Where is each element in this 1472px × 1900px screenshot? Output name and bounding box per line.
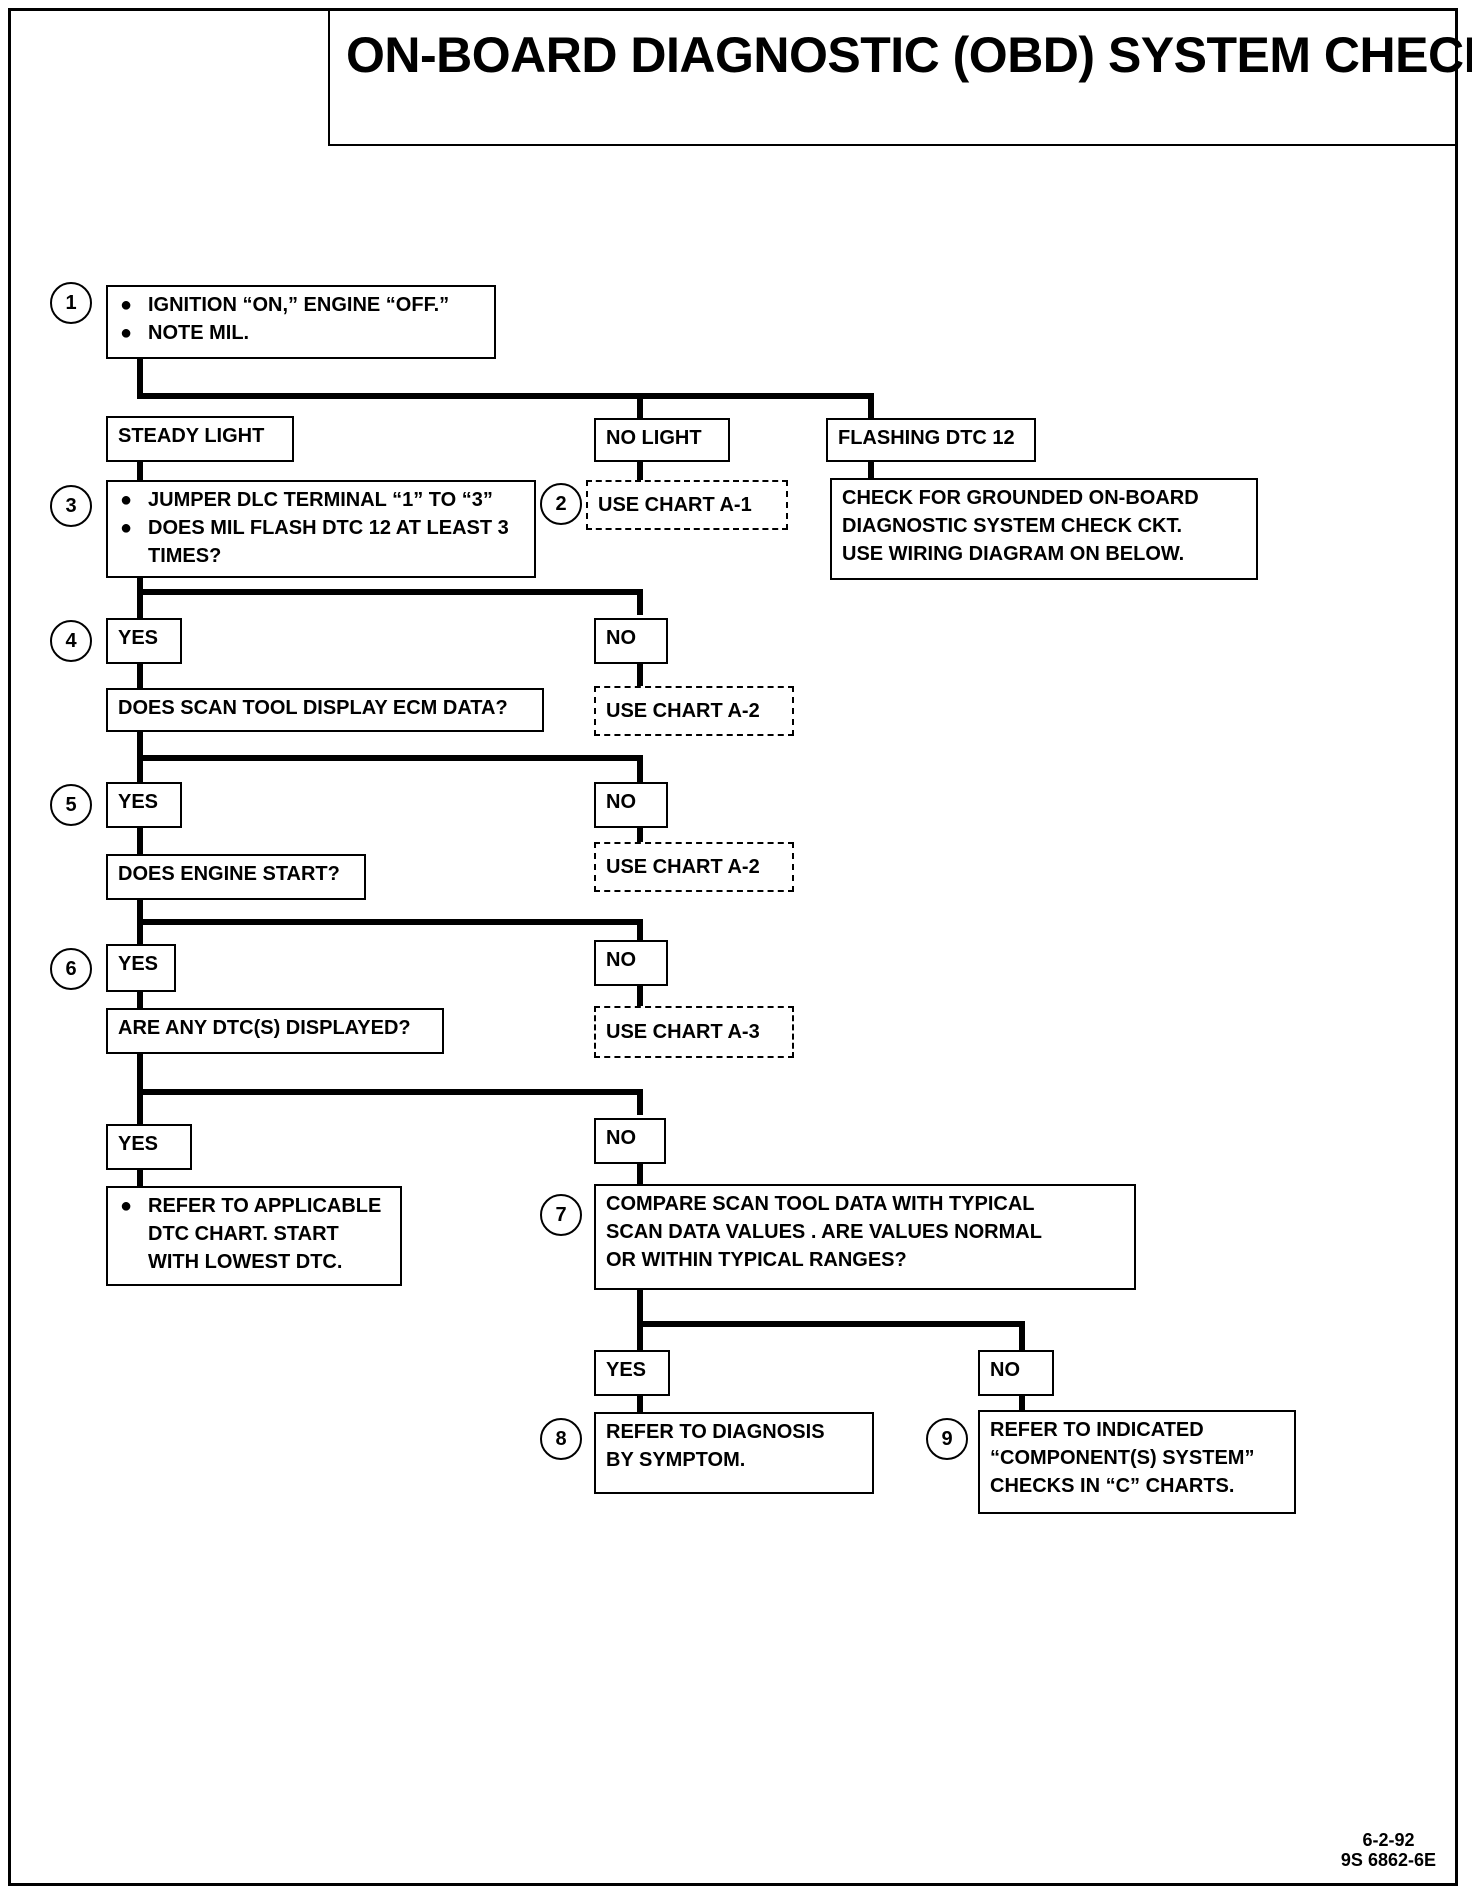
step-1-box: ● IGNITION “ON,” ENGINE “OFF.” ● NOTE MIL. bbox=[106, 285, 496, 359]
refer-dtc-line-2: DTC CHART. START bbox=[118, 1220, 390, 1248]
refer-component-line-1: REFER TO INDICATED bbox=[990, 1419, 1204, 1441]
step-1-text-2: NOTE MIL. bbox=[148, 322, 250, 344]
use-chart-a3-box: USE CHART A-3 bbox=[594, 1006, 794, 1058]
step-1-text-1: IGNITION “ON,” ENGINE “OFF.” bbox=[148, 294, 450, 316]
compare-line-1: COMPARE SCAN TOOL DATA WITH TYPICAL bbox=[606, 1193, 1035, 1215]
step-6-marker: 6 bbox=[50, 948, 92, 990]
footer-code: 9S 6862-6E bbox=[1340, 1850, 1436, 1870]
no-label-step-6: NO bbox=[594, 940, 668, 986]
step-7-marker: 7 bbox=[540, 1194, 582, 1236]
grounded-check-line-2: DIAGNOSTIC SYSTEM CHECK CKT. bbox=[842, 515, 1183, 537]
step-3-line-3: TIMES? bbox=[118, 542, 524, 570]
refer-component-line-2: “COMPONENT(S) SYSTEM” bbox=[990, 1447, 1255, 1469]
connector-17 bbox=[637, 1287, 1025, 1355]
connector-1 bbox=[137, 355, 874, 425]
compare-line-3: OR WITHIN TYPICAL RANGES? bbox=[606, 1249, 907, 1271]
step-1-marker: 1 bbox=[50, 282, 92, 324]
no-label-step-4: NO bbox=[594, 618, 668, 664]
step-8-marker: 8 bbox=[540, 1418, 582, 1460]
connector-11 bbox=[137, 895, 643, 943]
page-frame bbox=[8, 8, 1458, 1886]
refer-dtc-text-2: DTC CHART. START bbox=[148, 1223, 339, 1245]
grounded-check-line-3: USE WIRING DIAGRAM ON BELOW. bbox=[842, 543, 1185, 565]
bullet-glyph: ● bbox=[120, 1195, 133, 1217]
yes-label-step-6: YES bbox=[106, 944, 176, 992]
step-3-text-2: DOES MIL FLASH DTC 12 AT LEAST 3 bbox=[148, 517, 509, 539]
connector-5 bbox=[137, 573, 643, 615]
bullet-glyph: ● bbox=[120, 294, 133, 316]
refer-dtc-line-1: ● REFER TO APPLICABLE bbox=[118, 1192, 390, 1220]
connector-13 bbox=[137, 981, 643, 1013]
connector-16 bbox=[137, 1159, 643, 1191]
refer-dtc-text-1: REFER TO APPLICABLE bbox=[148, 1195, 382, 1217]
step-3-line-1: ● JUMPER DLC TERMINAL “1” TO “3” bbox=[118, 486, 524, 514]
step-3-box: ● JUMPER DLC TERMINAL “1” TO “3” ● DOES MI… bbox=[106, 480, 536, 578]
no-label-step-7: NO bbox=[978, 1350, 1054, 1396]
no-label-dtcs: NO bbox=[594, 1118, 666, 1164]
compare-line-2: SCAN DATA VALUES . ARE VALUES NORMAL bbox=[606, 1221, 1042, 1243]
refer-dtc-box: ● REFER TO APPLICABLE DTC CHART. START WI… bbox=[106, 1186, 402, 1286]
engine-start-question: DOES ENGINE START? bbox=[106, 854, 366, 900]
use-chart-a1-box: USE CHART A-1 bbox=[586, 480, 788, 530]
step-5-marker: 5 bbox=[50, 784, 92, 826]
bullet-glyph: ● bbox=[120, 489, 133, 511]
refer-symptom-line-2: BY SYMPTOM. bbox=[606, 1449, 746, 1471]
step-9-marker: 9 bbox=[926, 1418, 968, 1460]
connector-19 bbox=[637, 1391, 1025, 1417]
no-light-label: NO LIGHT bbox=[594, 418, 730, 462]
step-3-text-1: JUMPER DLC TERMINAL “1” TO “3” bbox=[148, 489, 493, 511]
dtcs-question: ARE ANY DTC(S) DISPLAYED? bbox=[106, 1008, 444, 1054]
refer-component-box: REFER TO INDICATED “COMPONENT(S) SYSTEM”… bbox=[978, 1410, 1296, 1514]
refer-dtc-line-3: WITH LOWEST DTC. bbox=[118, 1248, 390, 1276]
grounded-check-box: CHECK FOR GROUNDED ON-BOARD DIAGNOSTIC S… bbox=[830, 478, 1258, 580]
yes-label-step-7: YES bbox=[594, 1350, 670, 1396]
scan-tool-question: DOES SCAN TOOL DISPLAY ECM DATA? bbox=[106, 688, 544, 732]
compare-box: COMPARE SCAN TOOL DATA WITH TYPICAL SCAN… bbox=[594, 1184, 1136, 1290]
step-3-marker: 3 bbox=[50, 485, 92, 527]
title-box: ON-BOARD DIAGNOSTIC (OBD) SYSTEM CHECK bbox=[328, 8, 1472, 146]
step-1-line-2: ● NOTE MIL. bbox=[118, 319, 484, 347]
flashing-dtc12-label: FLASHING DTC 12 bbox=[826, 418, 1036, 462]
yes-label-step-5: YES bbox=[106, 782, 182, 828]
connector-10 bbox=[137, 823, 643, 861]
connector-7 bbox=[137, 659, 643, 695]
connector-14 bbox=[137, 1049, 643, 1115]
use-chart-a2-box-2: USE CHART A-2 bbox=[594, 842, 794, 892]
no-label-step-5: NO bbox=[594, 782, 668, 828]
step-3-text-3: TIMES? bbox=[148, 545, 222, 567]
step-4-marker: 4 bbox=[50, 620, 92, 662]
use-chart-a2-box-1: USE CHART A-2 bbox=[594, 686, 794, 736]
steady-light-label: STEADY LIGHT bbox=[106, 416, 294, 462]
step-1-line-1: ● IGNITION “ON,” ENGINE “OFF.” bbox=[118, 291, 484, 319]
grounded-check-line-1: CHECK FOR GROUNDED ON-BOARD bbox=[842, 487, 1199, 509]
step-3-line-2: ● DOES MIL FLASH DTC 12 AT LEAST 3 bbox=[118, 514, 524, 542]
refer-symptom-line-1: REFER TO DIAGNOSIS bbox=[606, 1421, 825, 1443]
footer-code-block: 6-2-92 9S 6862-6E bbox=[1341, 1830, 1436, 1870]
refer-symptom-box: REFER TO DIAGNOSIS BY SYMPTOM. bbox=[594, 1412, 874, 1494]
page-title: ON-BOARD DIAGNOSTIC (OBD) SYSTEM CHECK bbox=[346, 27, 1472, 83]
bullet-glyph: ● bbox=[120, 322, 133, 344]
yes-label-step-4: YES bbox=[106, 618, 182, 664]
yes-label-dtcs: YES bbox=[106, 1124, 192, 1170]
refer-component-line-3: CHECKS IN “C” CHARTS. bbox=[990, 1475, 1235, 1497]
footer-date: 6-2-92 bbox=[1362, 1830, 1415, 1850]
connector-8 bbox=[137, 727, 643, 785]
step-2-marker: 2 bbox=[540, 483, 582, 525]
refer-dtc-text-3: WITH LOWEST DTC. bbox=[148, 1251, 343, 1273]
bullet-glyph: ● bbox=[120, 517, 133, 539]
